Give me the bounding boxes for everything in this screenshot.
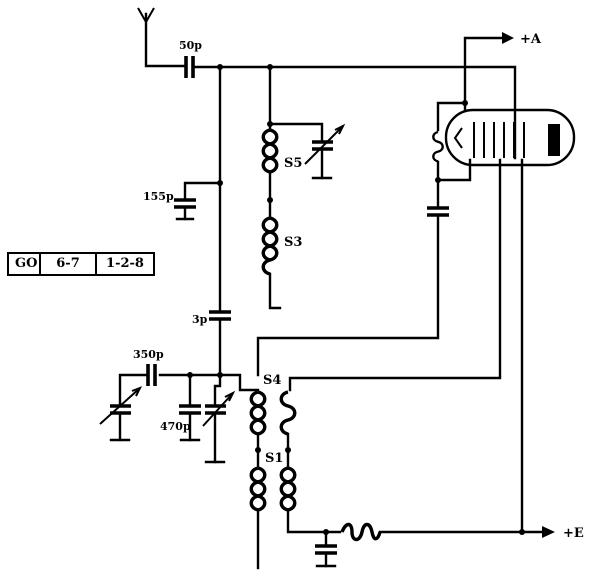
plate-coil [432, 130, 444, 163]
capacitor-470p [179, 373, 201, 442]
label-3p: 3p [192, 313, 208, 326]
label-s3: S3 [284, 235, 302, 250]
band-cell-1: 6-7 [41, 254, 97, 274]
capacitor-350p [146, 364, 157, 386]
label-350p: 350p [133, 348, 164, 361]
variable-capacitor-input [99, 386, 143, 442]
label-50p: 50p [179, 39, 202, 52]
band-table: GO 6-7 1-2-8 [7, 252, 155, 276]
coupling-capacitor [427, 206, 449, 217]
band-cell-0: GO [9, 254, 41, 274]
capacitor-155p [174, 181, 222, 221]
capacitor-3p [209, 310, 231, 377]
label-s1: S1 [265, 451, 283, 466]
label-155p: 155p [143, 190, 174, 203]
top-bus-wire [193, 65, 517, 160]
label-plus-a: +A [520, 32, 542, 47]
capacitor-50p [184, 56, 195, 78]
trimmer-capacitor-s5 [268, 122, 346, 180]
coil-s1-secondary [279, 466, 297, 512]
antenna-icon [137, 7, 186, 68]
plus-a-wire [463, 36, 507, 112]
vacuum-tube-icon [444, 108, 576, 167]
decoupling-capacitor [315, 530, 337, 568]
label-s4: S4 [263, 373, 281, 388]
trimmer-capacitor-input [202, 373, 236, 464]
coil-s1-primary [249, 466, 267, 512]
resistor-icon [340, 522, 382, 542]
coil-s4-secondary [279, 390, 297, 436]
band-cell-2: 1-2-8 [106, 256, 144, 271]
coil-s4-primary [249, 390, 267, 436]
coil-s3 [261, 216, 279, 276]
coil-s5 [261, 128, 279, 174]
label-plus-e: +E [563, 526, 584, 541]
label-470p: 470p [160, 420, 191, 433]
label-s5: S5 [284, 156, 302, 171]
